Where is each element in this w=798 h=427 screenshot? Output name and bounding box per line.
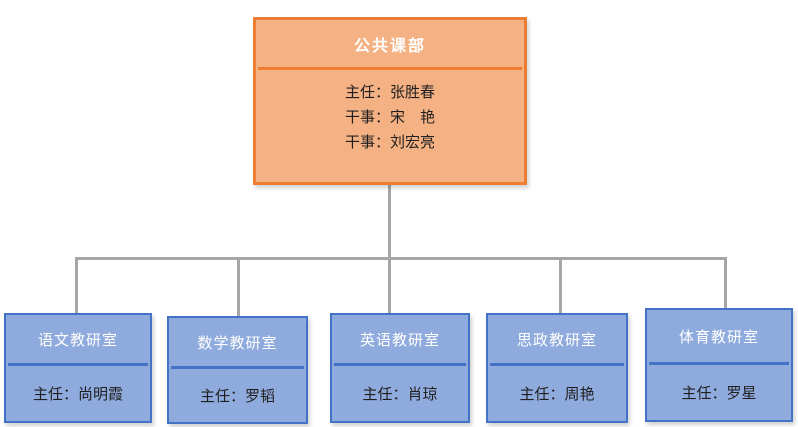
connector-horizontal-bar (75, 257, 727, 260)
dept-divider (490, 363, 624, 366)
dept-title: 数学教研室 (197, 334, 278, 352)
connector-drop-5 (724, 257, 727, 320)
dept-leader: 主任：尚明霞 (32, 386, 123, 403)
dept-title: 体育教研室 (678, 328, 759, 346)
root-dept-members: 主任：张胜春 干事：宋 艳 干事：刘宏亮 (256, 70, 524, 182)
root-dept-title: 公共课部 (353, 37, 426, 55)
dept-box-pe: 体育教研室 主任：罗星 (645, 308, 793, 422)
root-divider (258, 67, 522, 70)
dept-box-english: 英语教研室 主任：肖琼 (330, 313, 470, 423)
connector-drop-4 (559, 257, 562, 320)
connector-drop-1 (75, 257, 78, 320)
member-line-director: 主任：张胜春 (344, 84, 435, 101)
dept-divider (334, 363, 466, 366)
dept-leader: 主任：周艳 (519, 386, 595, 403)
dept-leader: 主任：罗韬 (199, 388, 275, 405)
dept-box-math: 数学教研室 主任：罗韬 (167, 316, 308, 424)
dept-box-politics: 思政教研室 主任：周艳 (486, 313, 628, 423)
dept-divider (171, 366, 304, 369)
dept-title: 思政教研室 (516, 331, 597, 349)
connector-root-stem (388, 184, 391, 260)
member-line-clerk-2: 干事：刘宏亮 (344, 134, 435, 151)
dept-box-chinese: 语文教研室 主任：尚明霞 (4, 313, 152, 423)
dept-divider (8, 363, 148, 366)
member-line-clerk-1: 干事：宋 艳 (344, 109, 435, 126)
dept-divider (649, 362, 789, 365)
dept-title: 语文教研室 (37, 331, 118, 349)
connector-drop-2 (237, 257, 240, 320)
dept-title: 英语教研室 (359, 331, 440, 349)
connector-drop-3 (388, 257, 391, 320)
dept-leader: 主任：罗星 (681, 385, 757, 402)
dept-leader: 主任：肖琼 (362, 386, 438, 403)
root-dept-box: 公共课部 主任：张胜春 干事：宋 艳 干事：刘宏亮 (253, 17, 527, 185)
